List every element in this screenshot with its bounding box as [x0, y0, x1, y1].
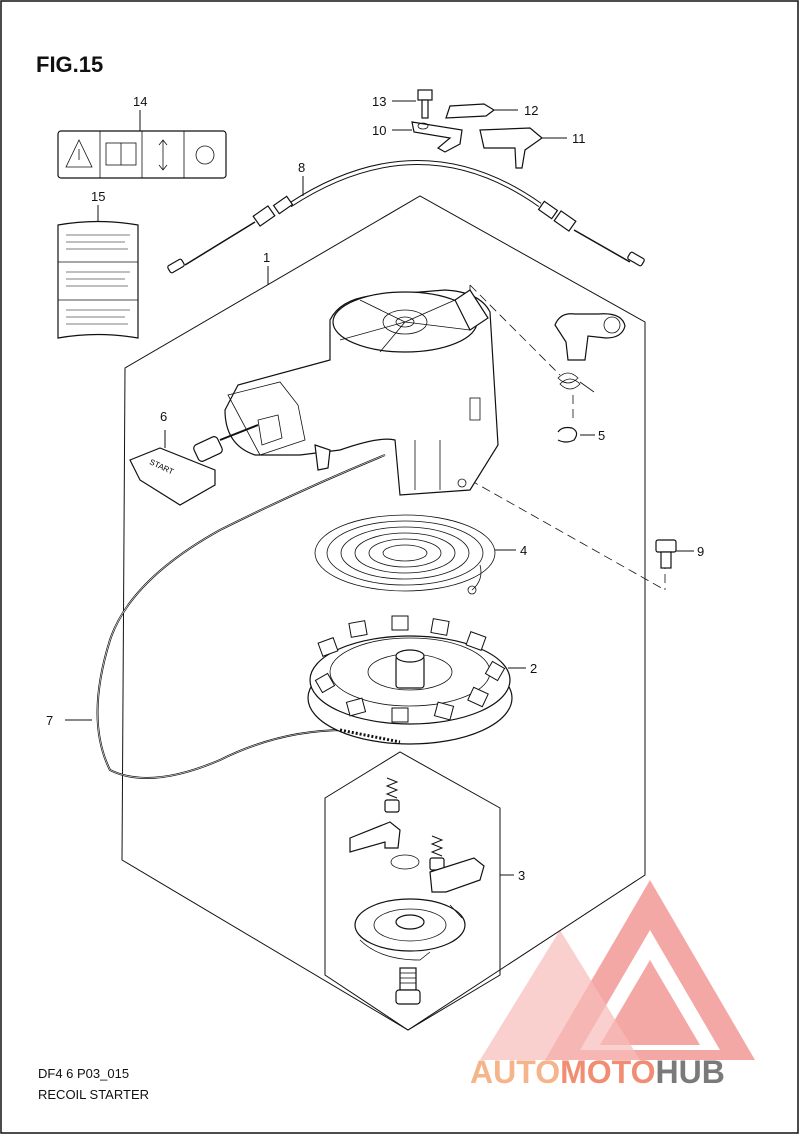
model-code: DF4 6 P03_015: [38, 1066, 129, 1081]
callout-7: 7: [46, 713, 53, 728]
spring-1: [385, 777, 399, 799]
instruction-label-decal: [57, 220, 139, 339]
pawl-1: [349, 821, 401, 853]
o-ring: [390, 854, 420, 870]
recoil-spring: [314, 514, 496, 595]
callout-5: 5: [598, 428, 605, 443]
spring-2: [430, 835, 444, 857]
cable-bracket-hardware: [411, 89, 543, 169]
ratchet-kit: [349, 777, 485, 1005]
watermark-logo: [480, 880, 755, 1060]
callout-13: 13: [372, 94, 386, 109]
warning-triangle-icon: [65, 139, 93, 168]
starter-handle: START: [129, 424, 259, 506]
center-bolt: [395, 967, 421, 1005]
interlock-lever: [554, 313, 626, 361]
callout-4: 4: [520, 543, 527, 558]
starter-cable: [167, 160, 645, 274]
callout-15: 15: [91, 189, 105, 204]
watermark-text: AUTOMOTOHUB: [470, 1054, 725, 1090]
callout-9: 9: [697, 544, 704, 559]
mounting-bolt: [655, 539, 677, 569]
watermark-suffix: HUB: [655, 1054, 724, 1090]
callout-11: 11: [572, 131, 586, 146]
warning-label-decal: [57, 130, 227, 179]
callout-2: 2: [530, 661, 537, 676]
figure-title: FIG.15: [36, 52, 103, 77]
return-spring: [557, 372, 595, 393]
e-clip: [557, 426, 578, 443]
callout-14: 14: [133, 94, 147, 109]
starter-reel: [307, 615, 513, 745]
start-knob-icon: [195, 145, 215, 165]
section-name: RECOIL STARTER: [38, 1087, 149, 1102]
watermark-middle: MOTO: [560, 1054, 655, 1090]
callout-3: 3: [518, 868, 525, 883]
callout-12: 12: [524, 103, 538, 118]
recoil-starter-case: [224, 289, 499, 496]
pawl-2: [429, 857, 485, 893]
watermark-prefix: AUTO: [470, 1054, 560, 1090]
assembly-frame: [121, 195, 646, 1031]
callout-10: 10: [372, 123, 386, 138]
subassembly-frame: [324, 751, 501, 1031]
callout-1: 1: [263, 250, 270, 265]
callout-6: 6: [160, 409, 167, 424]
callout-8: 8: [298, 160, 305, 175]
ratchet-plate: [354, 898, 466, 961]
